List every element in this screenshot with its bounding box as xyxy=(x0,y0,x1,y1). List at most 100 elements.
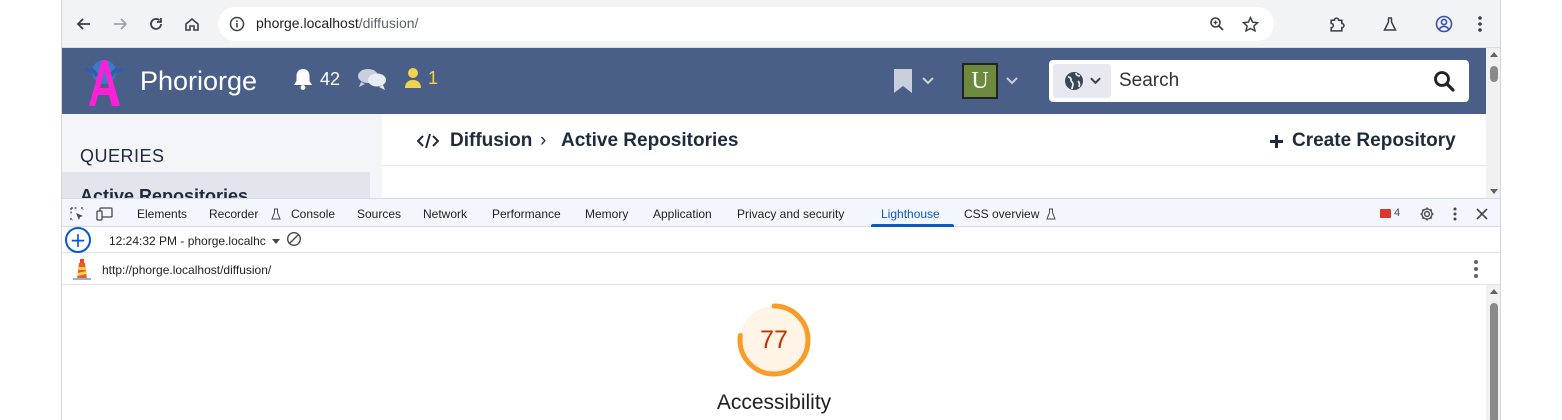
tab-performance[interactable]: Performance xyxy=(492,207,561,221)
page-scrollbar[interactable] xyxy=(1486,48,1500,198)
avatar: U xyxy=(962,63,998,99)
zoom-icon[interactable] xyxy=(1206,13,1228,35)
messages-button[interactable] xyxy=(357,67,387,91)
extensions-button[interactable] xyxy=(1322,10,1350,38)
issues-count: 4 xyxy=(1394,207,1401,219)
forward-arrow-icon xyxy=(114,18,128,30)
search-box xyxy=(1049,60,1469,102)
report-scrollbar-thumb[interactable] xyxy=(1490,303,1498,420)
active-tab-indicator xyxy=(871,224,954,227)
tab-elements[interactable]: Elements xyxy=(137,207,188,221)
notifications-count: 42 xyxy=(320,68,341,89)
kebab-menu-icon xyxy=(1478,16,1482,32)
bookmark-star-icon[interactable] xyxy=(1239,13,1261,35)
lighthouse-url-bar: http://phorge.localhost/diffusion/ xyxy=(62,253,1500,285)
report-scrollbar[interactable] xyxy=(1486,285,1500,420)
user-icon xyxy=(405,68,421,88)
notifications-button[interactable]: 42 xyxy=(292,67,340,91)
forward-button[interactable] xyxy=(106,10,134,38)
gauge-background xyxy=(740,306,808,374)
address-bar[interactable]: phorge.localhost/diffusion/ xyxy=(218,7,1274,41)
tab-console[interactable]: Console xyxy=(291,207,336,221)
puzzle-icon xyxy=(1329,16,1345,32)
report-selector-value: 12:24:32 PM - phorge.localhc xyxy=(109,234,266,248)
new-report-button[interactable]: + xyxy=(65,227,91,253)
plus-icon: + xyxy=(69,228,87,252)
breadcrumb-current: Active Repositories xyxy=(561,130,739,151)
breadcrumb: Diffusion › Active Repositories Create R… xyxy=(382,114,1486,166)
url-host: phorge.localhost xyxy=(256,15,359,31)
page-scrollbar-thumb[interactable] xyxy=(1490,66,1498,82)
users-button[interactable]: 1 xyxy=(404,67,438,89)
scroll-down-icon[interactable] xyxy=(1490,189,1498,194)
score-gauge[interactable] xyxy=(737,303,811,377)
bookmark-icon xyxy=(894,69,912,93)
tab-application[interactable]: Application xyxy=(653,207,712,221)
user-menu-dropdown[interactable]: U xyxy=(962,63,1018,99)
gauge-arc xyxy=(737,303,811,377)
tab-sources[interactable]: Sources xyxy=(357,207,402,221)
create-repository-label: Create Repository xyxy=(1292,130,1456,151)
issues-badge[interactable]: 4 xyxy=(1380,207,1400,219)
phorge-header: Phoriorge 42 1 U xyxy=(62,48,1500,114)
chevron-down-icon xyxy=(1006,77,1018,85)
bookmarks-dropdown[interactable] xyxy=(892,68,934,94)
tab-lighthouse[interactable]: Lighthouse xyxy=(881,207,940,221)
search-scope-button[interactable] xyxy=(1053,64,1111,98)
reload-button[interactable] xyxy=(142,10,170,38)
lighthouse-report: 77 Accessibility xyxy=(62,285,1486,420)
device-toolbar-icon[interactable] xyxy=(96,205,114,223)
clear-reports-icon[interactable] xyxy=(286,231,302,247)
chat-bubbles-icon xyxy=(358,69,386,90)
devtools-panel: Elements Recorder Console Sources Networ… xyxy=(62,198,1500,420)
devtools-tabbar: Elements Recorder Console Sources Networ… xyxy=(62,198,1500,227)
inspect-element-icon[interactable] xyxy=(68,205,86,223)
error-flag-icon xyxy=(1380,208,1391,218)
brand-name[interactable]: Phoriorge xyxy=(140,66,258,96)
browser-menu-button[interactable] xyxy=(1466,10,1494,38)
site-info-icon[interactable] xyxy=(226,13,248,35)
url-path: /diffusion/ xyxy=(358,15,419,31)
reload-icon xyxy=(150,18,162,30)
tab-privacy-and-security[interactable]: Privacy and security xyxy=(737,207,845,221)
home-icon xyxy=(185,17,199,31)
back-button[interactable] xyxy=(70,10,98,38)
chevron-down-icon xyxy=(1089,77,1101,85)
chevron-down-icon xyxy=(922,77,934,85)
gear-icon[interactable] xyxy=(1418,205,1436,223)
flask-icon xyxy=(1383,17,1397,31)
devtools-menu-icon[interactable] xyxy=(1446,205,1464,223)
breadcrumb-diffusion[interactable]: Diffusion xyxy=(450,130,533,151)
globe-icon xyxy=(1064,72,1083,90)
scroll-up-icon[interactable] xyxy=(1490,52,1498,57)
tab-recorder[interactable]: Recorder xyxy=(209,207,259,221)
recorder-flask-icon xyxy=(267,205,285,223)
browser-window: phorge.localhost/diffusion/ Phorior xyxy=(61,0,1501,420)
lighthouse-toolbar: + 12:24:32 PM - phorge.localhc xyxy=(62,227,1500,253)
report-selector[interactable]: 12:24:32 PM - phorge.localhc xyxy=(109,234,280,248)
search-input[interactable] xyxy=(1119,66,1419,96)
close-icon[interactable] xyxy=(1473,205,1491,223)
code-icon xyxy=(417,133,439,149)
profile-icon xyxy=(1435,15,1453,33)
sidebar: QUERIES Active Repositories xyxy=(62,114,382,212)
caret-down-icon xyxy=(271,238,280,244)
labs-button[interactable] xyxy=(1376,10,1404,38)
report-menu-icon[interactable] xyxy=(1468,259,1484,279)
create-repository-button[interactable]: Create Repository xyxy=(1269,130,1456,152)
tab-memory[interactable]: Memory xyxy=(585,207,629,221)
score-value: 77 xyxy=(760,325,788,354)
scroll-up-icon[interactable] xyxy=(1490,289,1498,294)
profile-button[interactable] xyxy=(1430,10,1458,38)
search-icon[interactable] xyxy=(1433,70,1455,92)
score-category-label[interactable]: Accessibility xyxy=(716,391,832,414)
plus-icon xyxy=(1270,134,1283,148)
phorge-logo-icon[interactable] xyxy=(77,54,131,108)
tab-network[interactable]: Network xyxy=(423,207,468,221)
report-url: http://phorge.localhost/diffusion/ xyxy=(102,263,272,277)
url-text[interactable]: phorge.localhost/diffusion/ xyxy=(256,15,418,31)
home-button[interactable] xyxy=(178,10,206,38)
lighthouse-logo-icon xyxy=(73,259,91,280)
tab-css-overview[interactable]: CSS overview xyxy=(964,207,1040,221)
